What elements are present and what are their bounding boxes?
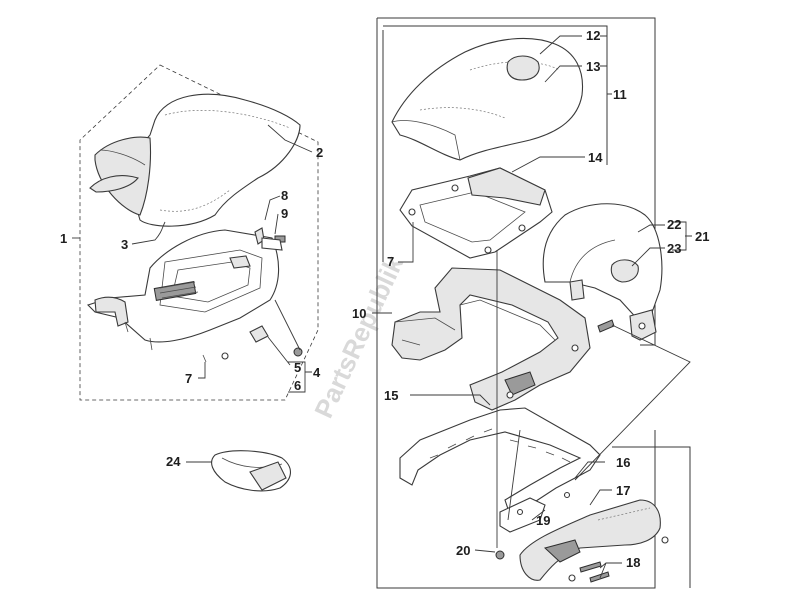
- part-20-washer: [495, 550, 505, 560]
- callout-labels: 1 2 3 4 5 6 7 7 8 9 10 11 12 13 14 15 16…: [60, 28, 709, 570]
- callout-16: 16: [616, 455, 630, 470]
- callout-6: 6: [294, 378, 301, 393]
- callout-21: 21: [695, 229, 709, 244]
- callout-13: 13: [586, 59, 600, 74]
- part-21-backrest: [542, 203, 663, 341]
- left-group-dashed-border: [79, 64, 319, 401]
- inner-frame-16-18: [612, 446, 691, 588]
- callout-5: 5: [294, 360, 301, 375]
- callout-3: 3: [121, 237, 128, 252]
- callout-8: 8: [281, 188, 288, 203]
- callout-24: 24: [166, 454, 181, 469]
- part-12-grab-handle: [506, 55, 540, 81]
- bracket-4-5-6: [288, 361, 312, 393]
- callout-1: 1: [60, 231, 67, 246]
- callout-7a: 7: [185, 371, 192, 386]
- part-17-rear-grab-handle: [519, 499, 669, 582]
- callout-7b: 7: [387, 254, 394, 269]
- left-assembly-group: [79, 64, 319, 401]
- callout-17: 17: [616, 483, 630, 498]
- right-assembly-group: [376, 17, 691, 589]
- callout-22: 22: [667, 217, 681, 232]
- part-8-9-latch-hardware: [254, 227, 286, 251]
- inner-frame-11: [383, 25, 608, 165]
- part-13-passenger-cushion: [391, 37, 584, 161]
- part-4-5-6-7-small-hardware: [202, 325, 303, 363]
- assembly-line-c: [507, 429, 521, 521]
- part-10-seat-frame: [391, 267, 591, 411]
- callout-leaders: [72, 35, 692, 579]
- callout-4: 4: [313, 365, 321, 380]
- part-14-seat-pan: [399, 167, 553, 259]
- callout-2: 2: [316, 145, 323, 160]
- callout-20: 20: [456, 543, 470, 558]
- part-24-seat-cover: [211, 450, 291, 492]
- callout-11: 11: [613, 87, 627, 102]
- callout-9: 9: [281, 206, 288, 221]
- part-3-seat-base: [86, 229, 280, 351]
- callout-12: 12: [586, 28, 600, 43]
- bracket-11: [606, 40, 612, 95]
- callout-23: 23: [667, 241, 681, 256]
- callout-15: 15: [384, 388, 398, 403]
- callout-10: 10: [352, 306, 366, 321]
- assembly-line-b: [574, 324, 691, 481]
- callout-14: 14: [588, 150, 603, 165]
- callout-18: 18: [626, 555, 640, 570]
- part-18-bolt: [579, 561, 602, 573]
- part-2-seat-cushion: [89, 93, 301, 227]
- callout-19: 19: [536, 513, 550, 528]
- part-15-16-mounting-bracket: [399, 407, 601, 533]
